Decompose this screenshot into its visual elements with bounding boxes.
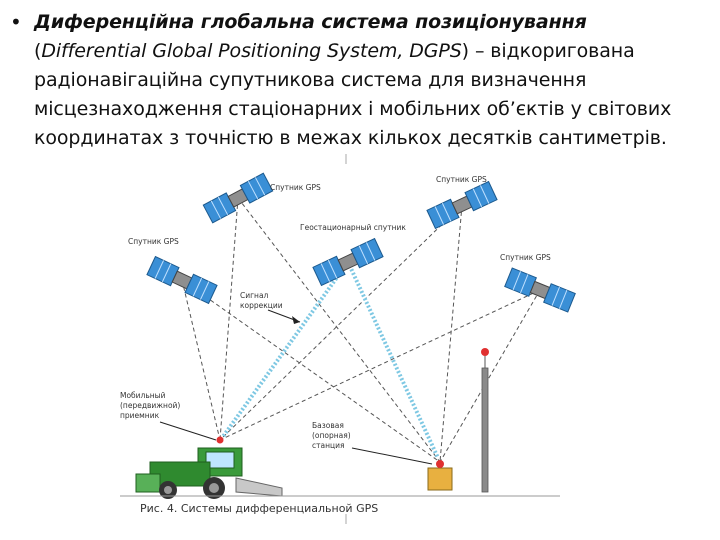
label-mobile-3: приемник xyxy=(120,411,160,420)
label-sat-right: Спутник GPS xyxy=(500,253,551,262)
gps-signal-lines xyxy=(181,197,541,463)
bullet-marker: • xyxy=(10,10,22,34)
label-signal-1: Сигнал xyxy=(240,291,269,300)
label-base-2: (опорная) xyxy=(312,431,351,440)
label-sat-top-right: Спутник GPS xyxy=(436,175,487,184)
figure-caption: Рис. 4. Системы дифференциальной GPS xyxy=(140,502,378,515)
antenna-mast xyxy=(481,348,489,493)
harvester-receiver-dot xyxy=(216,436,224,444)
label-base-3: станция xyxy=(312,441,344,450)
dgps-diagram: Спутник GPS Спутник GPS Спутник GPS Спут… xyxy=(120,154,576,524)
label-sat-left: Спутник GPS xyxy=(128,237,179,246)
label-mobile-2: (передвижной) xyxy=(120,401,180,410)
geostationary-satellite xyxy=(312,238,384,286)
paren-close: ) xyxy=(461,40,469,62)
slide-text: • Диференційна глобальна система позиціо… xyxy=(10,8,714,153)
label-signal-2: коррекции xyxy=(240,301,283,310)
paren-open: ( xyxy=(34,40,42,62)
definition-paragraph: Диференційна глобальна система позиціону… xyxy=(34,8,714,153)
label-sat-top-left: Спутник GPS xyxy=(270,183,321,192)
gps-satellite-left xyxy=(146,256,218,304)
definition-text: – відкоригована радіонавігаційна супутни… xyxy=(34,40,672,149)
base-pointer xyxy=(351,447,433,465)
gps-satellite-right xyxy=(504,267,576,313)
gps-satellite-top-right xyxy=(426,181,498,229)
label-geo-sat: Геостационарный спутник xyxy=(300,223,406,232)
bullet-item: • Диференційна глобальна система позиціо… xyxy=(10,8,714,153)
signal-arrowhead xyxy=(292,316,300,324)
mast-receiver-dot xyxy=(481,348,489,356)
base-station xyxy=(427,460,453,491)
combine-harvester xyxy=(135,436,283,499)
label-mobile-1: Мобильный xyxy=(120,391,166,400)
term-heading: Диференційна глобальна система позиціону… xyxy=(34,11,587,33)
term-english: Differential Global Positioning System, … xyxy=(41,40,462,62)
label-base-1: Базовая xyxy=(312,421,344,430)
correction-beams xyxy=(220,260,440,459)
base-receiver-dot xyxy=(436,460,444,468)
gps-satellite-top-left xyxy=(202,172,274,224)
mobile-pointer xyxy=(159,421,217,441)
